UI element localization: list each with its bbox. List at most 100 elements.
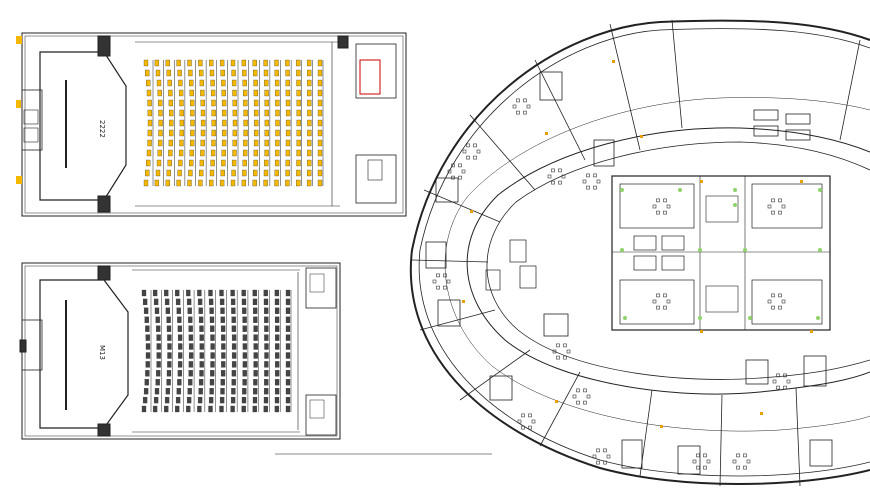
seat (275, 99, 280, 107)
seat (242, 69, 247, 77)
seat (208, 298, 214, 306)
seat (200, 129, 206, 137)
seat (222, 129, 227, 137)
seat (317, 129, 323, 137)
seat (156, 334, 161, 341)
seat (243, 149, 248, 157)
chair (551, 168, 555, 173)
chair (586, 394, 591, 399)
seat (285, 325, 291, 332)
seat (285, 119, 291, 127)
chair (521, 425, 525, 430)
seat (143, 179, 149, 187)
seat (264, 352, 269, 359)
seat (178, 343, 183, 350)
chair (521, 413, 525, 418)
seat (210, 89, 216, 97)
column-node (698, 248, 702, 252)
seat (317, 89, 323, 97)
top-hall-seating (143, 59, 324, 187)
seat (264, 149, 269, 157)
chair (473, 143, 477, 148)
seat (156, 352, 161, 359)
chair (566, 349, 571, 354)
seat (142, 396, 148, 404)
seat (208, 289, 213, 297)
seat (264, 388, 269, 395)
seat (199, 370, 204, 377)
seat (307, 139, 312, 147)
chair (563, 355, 567, 360)
seat (210, 79, 215, 87)
seat (154, 307, 160, 314)
seat (209, 59, 214, 67)
seat (154, 179, 160, 187)
chair (451, 175, 455, 180)
seat (198, 388, 203, 395)
seat (168, 139, 174, 147)
chair (663, 305, 667, 310)
chair (656, 210, 660, 215)
chair (561, 174, 566, 179)
seat (317, 159, 323, 167)
seat (232, 89, 237, 97)
seat (232, 109, 238, 117)
seat (188, 169, 193, 177)
seat (306, 59, 312, 67)
seat (166, 69, 171, 77)
seat (177, 69, 182, 77)
column-node (620, 248, 624, 252)
seat (210, 149, 216, 157)
seat (166, 379, 171, 386)
chair (552, 349, 557, 354)
chair (656, 293, 660, 298)
seat (190, 109, 195, 117)
column-node (743, 248, 747, 252)
seat (263, 396, 269, 404)
seat (190, 139, 195, 147)
seat (155, 69, 161, 77)
seat (232, 139, 237, 147)
seat (177, 316, 182, 323)
chair (466, 143, 470, 148)
seat (252, 396, 258, 404)
seat (219, 59, 225, 67)
seat (264, 79, 269, 87)
seat (168, 89, 173, 97)
seat (241, 59, 247, 67)
seat (156, 79, 162, 87)
seat (167, 334, 172, 341)
seat (186, 298, 192, 306)
seat (285, 139, 291, 147)
seat (158, 99, 163, 107)
chair (461, 169, 466, 174)
seat (253, 325, 258, 332)
seat (177, 361, 183, 368)
seat (190, 99, 195, 107)
seat (199, 325, 204, 332)
seat (221, 139, 227, 147)
seat (210, 159, 215, 167)
seat (285, 352, 291, 359)
seat (179, 139, 184, 147)
seat (175, 396, 181, 404)
seat (164, 396, 170, 404)
chair (583, 400, 587, 405)
seat (198, 379, 204, 386)
seat (210, 343, 215, 350)
seat (177, 370, 183, 377)
seat (169, 109, 174, 117)
seat (209, 179, 214, 187)
seat (166, 325, 172, 332)
seat (242, 325, 247, 332)
seat (211, 139, 216, 147)
seat (176, 307, 181, 314)
chair (652, 204, 657, 209)
column-node (620, 188, 624, 192)
chair (696, 465, 700, 470)
seat (253, 89, 259, 97)
seat (231, 343, 237, 350)
seat (146, 159, 151, 167)
chair (703, 453, 707, 458)
seat (220, 316, 225, 323)
